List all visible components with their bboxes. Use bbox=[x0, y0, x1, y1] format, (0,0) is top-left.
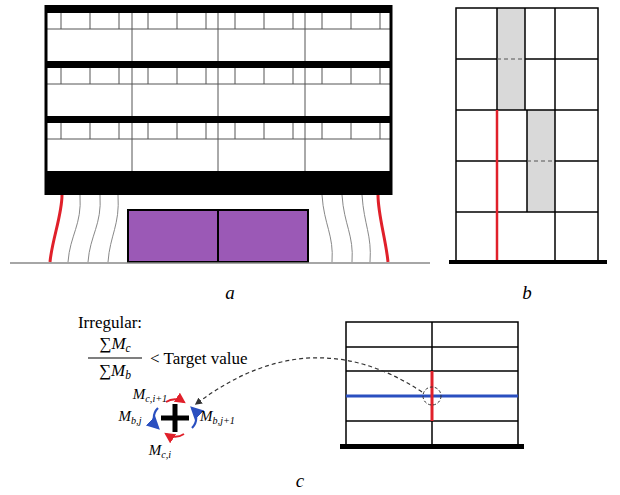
panel-letter: c bbox=[296, 471, 304, 490]
moment-label: Mb,j+1 bbox=[200, 409, 235, 426]
panel-letter: a bbox=[225, 283, 235, 302]
moment-label: Mc,i+1 bbox=[133, 387, 167, 404]
criterion-target: < Target value bbox=[150, 350, 247, 367]
moment-label: Mb,j bbox=[119, 409, 142, 426]
building-elevation bbox=[10, 5, 430, 263]
column-moment-sum: ∑Mc bbox=[99, 335, 130, 355]
criterion-title: Irregular: bbox=[78, 314, 142, 331]
moment-label: Mc,i bbox=[149, 443, 171, 460]
frame-joint-check bbox=[88, 322, 524, 449]
panel-letter: b bbox=[522, 283, 532, 302]
beam-moment-sum: ∑Mb bbox=[99, 362, 131, 382]
frame-elevation bbox=[449, 8, 607, 264]
